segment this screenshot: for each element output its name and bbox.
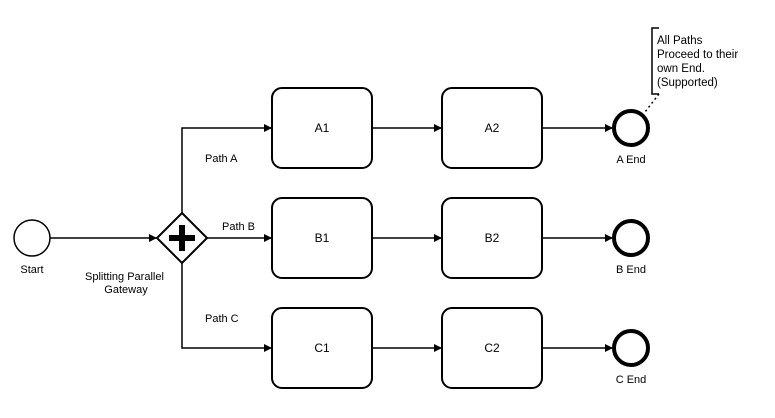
end-event-a-label: A End bbox=[616, 154, 645, 166]
task-c1[interactable]: C1 bbox=[271, 307, 373, 389]
task-b2[interactable]: B2 bbox=[441, 197, 543, 279]
end-event-b-label: B End bbox=[616, 264, 646, 276]
start-event-label: Start bbox=[20, 264, 43, 276]
annotation-line-3: own End. bbox=[657, 63, 705, 75]
sequence-flows bbox=[50, 124, 613, 352]
gateway-label-line-1: Splitting Parallel bbox=[85, 271, 164, 283]
annotation-line-4: (Supported) bbox=[657, 77, 718, 89]
end-event-a[interactable] bbox=[612, 109, 650, 147]
annotation-association[interactable] bbox=[644, 93, 660, 113]
task-a1-label: A1 bbox=[315, 121, 330, 135]
annotation-line-1: All Paths bbox=[657, 35, 703, 47]
flow-gateway-to-a1[interactable] bbox=[181, 124, 272, 213]
task-a1[interactable]: A1 bbox=[271, 87, 373, 169]
path-c-label: Path C bbox=[205, 313, 239, 325]
task-b2-label: B2 bbox=[485, 231, 500, 245]
flow-gateway-to-c1[interactable] bbox=[181, 263, 272, 352]
task-b1-label: B1 bbox=[315, 231, 330, 245]
task-b1-box bbox=[271, 197, 373, 279]
path-a-label: Path A bbox=[205, 153, 238, 165]
task-c2[interactable]: C2 bbox=[441, 307, 543, 389]
task-b1[interactable]: B1 bbox=[271, 197, 373, 279]
annotation-text: All Paths Proceed to their own End. (Sup… bbox=[657, 35, 741, 89]
task-a2[interactable]: A2 bbox=[441, 87, 543, 169]
annotation-line-2: Proceed to their bbox=[657, 49, 738, 61]
task-c1-box bbox=[271, 307, 373, 389]
plus-icon bbox=[169, 225, 195, 251]
gateway-label-line-2: Gateway bbox=[104, 284, 148, 296]
annotation-bracket bbox=[651, 27, 659, 95]
end-event-c-label: C End bbox=[616, 374, 647, 386]
task-b2-box bbox=[441, 197, 543, 279]
start-event[interactable] bbox=[13, 219, 51, 257]
task-c2-label: C2 bbox=[484, 341, 500, 355]
task-a2-box bbox=[441, 87, 543, 169]
gateway-label: Splitting Parallel Gateway bbox=[85, 271, 167, 296]
task-a1-box bbox=[271, 87, 373, 169]
text-annotation[interactable]: All Paths Proceed to their own End. (Sup… bbox=[651, 27, 741, 95]
task-c1-label: C1 bbox=[314, 341, 330, 355]
path-b-label: Path B bbox=[222, 221, 255, 233]
parallel-gateway[interactable] bbox=[155, 211, 209, 265]
task-a2-label: A2 bbox=[485, 121, 500, 135]
task-c2-box bbox=[441, 307, 543, 389]
end-event-c[interactable] bbox=[612, 329, 650, 367]
end-event-b[interactable] bbox=[612, 219, 650, 257]
